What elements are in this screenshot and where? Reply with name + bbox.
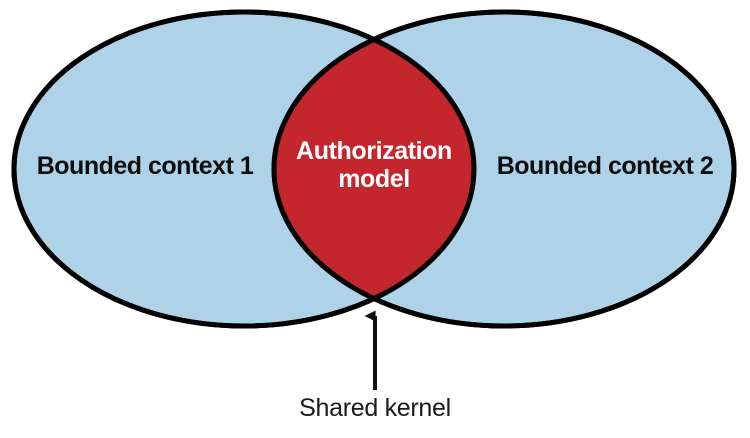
intersection-label-line-1: Authorization xyxy=(296,137,452,165)
intersection-label-line-2: model xyxy=(338,165,410,193)
shared-kernel-caption: Shared kernel xyxy=(299,394,451,422)
right-set-label: Bounded context 2 xyxy=(496,152,714,180)
left-set-outline xyxy=(11,9,477,329)
intersection-lens xyxy=(274,12,474,326)
right-set-outline xyxy=(271,9,737,329)
intersection-lens-group xyxy=(274,12,474,326)
left-set-label: Bounded context 1 xyxy=(36,152,254,180)
intersection-label: Authorization model xyxy=(277,137,471,193)
